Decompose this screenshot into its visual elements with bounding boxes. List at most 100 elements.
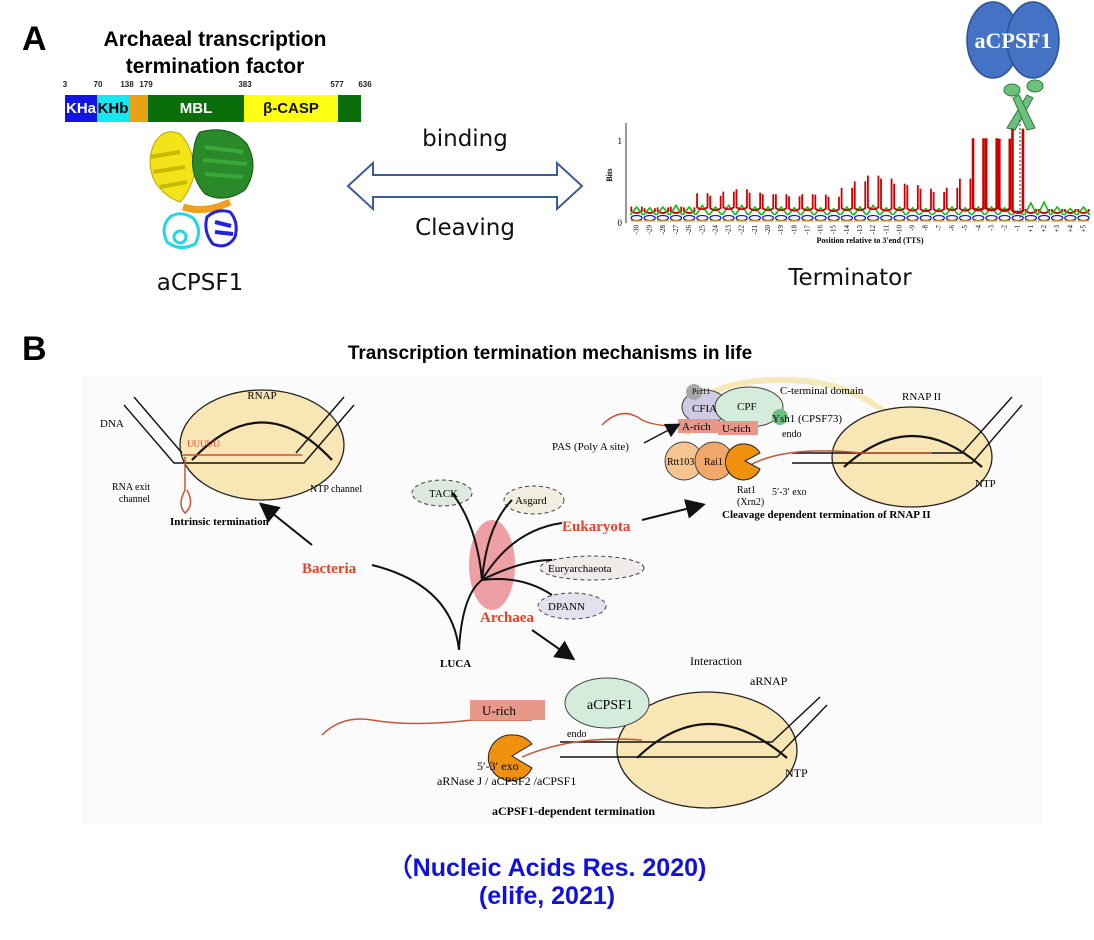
logo-letter-c: [761, 214, 775, 222]
logo-letter-a: [1023, 201, 1038, 216]
logo-letter-a: [839, 205, 854, 216]
logo-x-tick: -24: [711, 225, 719, 235]
logo-letter-c: [959, 214, 972, 222]
dpann-bubble: [537, 592, 607, 620]
domain-beta-casp: β-CASP: [244, 95, 338, 122]
pas-label: PAS (Poly A site): [552, 441, 629, 453]
logo-letter-u: [919, 188, 932, 213]
logo-letter-u: [709, 195, 722, 212]
logo-letter-u: [958, 178, 972, 212]
archaeal-exonuclease: [487, 734, 533, 782]
logo-letter-u: [971, 138, 985, 212]
logo-letter-c: [867, 214, 880, 222]
uuuuu-label: UUUUU: [187, 439, 220, 449]
logo-letter-c: [775, 214, 788, 222]
logo-letter-c: [1024, 214, 1037, 222]
citation-elife-2021: (elife, 2021): [478, 882, 616, 910]
logo-letter-c: [643, 214, 656, 222]
dna-label: DNA: [100, 418, 124, 430]
logo-letter-u: [696, 193, 709, 211]
bacteria-label: Bacteria: [302, 561, 357, 577]
double-arrow-icon: [346, 160, 584, 212]
logo-letter-u: [774, 194, 788, 212]
logo-letter-a: [1010, 210, 1025, 216]
logo-letter-u: [788, 196, 801, 212]
logo-x-axis-label: Position relative to 3'end (TTS): [817, 236, 924, 245]
ysh1-subunit: [772, 409, 788, 425]
asgard-bubble: [503, 485, 565, 515]
xrn2-label: (Xrn2): [737, 497, 764, 508]
logo-x-tick: -1: [1014, 225, 1022, 231]
archaeal-nascent-rna: [321, 718, 532, 736]
domain-tick: 383: [238, 80, 252, 89]
logo-letter-u: [1011, 128, 1025, 214]
logo-letter-u: [893, 183, 906, 212]
logo-letter-a: [774, 205, 789, 216]
a-rich-box: [678, 419, 718, 433]
logo-letter-c: [709, 214, 722, 222]
domain-tick: 636: [358, 80, 372, 89]
logo-x-tick: -25: [698, 225, 706, 235]
logo-letter-a: [1050, 205, 1065, 216]
logo-letter-u: [984, 138, 998, 212]
logo-letter-a: [682, 205, 697, 216]
u-rich-box: [718, 421, 758, 435]
bacterial-rnap-label: RNAP: [247, 390, 276, 402]
tree-branches: [371, 492, 563, 651]
logo-letter-u: [1024, 209, 1038, 214]
arnap-body: [616, 691, 798, 809]
logo-letter-u: [853, 181, 867, 212]
logo-letter-u: [827, 196, 840, 213]
logo-x-tick: -8: [922, 225, 930, 231]
rna-exit-label-line1: RNA exit: [112, 482, 150, 493]
logo-x-tick: -26: [685, 225, 693, 235]
rnap2-rna: [746, 450, 932, 468]
logo-letter-u: [761, 194, 775, 212]
eukaryote-exo-label: 5′-3′ exo: [772, 487, 807, 498]
logo-x-tick: -21: [751, 225, 759, 235]
logo-letter-c: [1051, 214, 1064, 222]
cfia-label: CFIA: [692, 403, 717, 415]
logo-y-tick: 0: [618, 218, 623, 228]
logo-x-tick: +4: [1066, 225, 1074, 233]
luca-label: LUCA: [440, 658, 471, 670]
logo-x-tick: -14: [843, 225, 851, 235]
domain-khb: KHb: [97, 95, 129, 122]
logo-letter-u: [1064, 209, 1077, 214]
logo-x-tick: -6: [948, 225, 956, 231]
archaea-arrow: [531, 629, 576, 661]
logo-letter-c: [748, 214, 761, 222]
euryarchaeota-label: Euryarchaeota: [548, 563, 612, 575]
archaeal-exo-label: 5′-3′ exo: [477, 759, 519, 773]
domain-mbl: MBL: [148, 95, 244, 122]
logo-letter-c: [919, 214, 932, 222]
logo-letter-c: [1064, 214, 1077, 222]
eukaryotic-termination-group: Pcf11 CFIA CPF C-terminal domain Ysh1 (C…: [552, 376, 1023, 521]
logo-letter-a: [984, 205, 999, 216]
domain-c-terminal: [338, 95, 361, 122]
panel-a-title-line1: Archaeal transcription: [103, 28, 327, 51]
logo-letter-a: [971, 205, 986, 216]
tack-label: TACK: [429, 488, 458, 500]
rtt103-label: Rtt103: [667, 457, 694, 468]
logo-letter-u: [998, 138, 1012, 212]
logo-letter-c: [972, 214, 985, 222]
euryarchaeota-bubble: [539, 555, 645, 581]
domain-kha: KHa: [65, 95, 97, 122]
domain-tick: 138: [120, 80, 134, 89]
logo-x-tick: +1: [1027, 225, 1035, 233]
logo-x-tick: -23: [725, 225, 733, 235]
logo-letter-a: [747, 205, 762, 216]
eukaryote-endo-label: endo: [782, 429, 801, 440]
rai1-label: Rai1: [704, 457, 723, 468]
logo-x-tick: -5: [961, 225, 969, 231]
interaction-label: Interaction: [690, 654, 742, 668]
logo-y-tick: 1: [618, 136, 623, 146]
acpsf1-subunit-right: [1006, 1, 1060, 79]
logo-x-tick: -16: [817, 225, 825, 235]
logo-letter-a: [892, 205, 907, 216]
rna-hairpin: [180, 457, 192, 515]
archaeal-u-rich-label: U-rich: [482, 703, 516, 718]
cpf-label: CPF: [737, 401, 757, 413]
logo-letter-a: [800, 205, 815, 216]
